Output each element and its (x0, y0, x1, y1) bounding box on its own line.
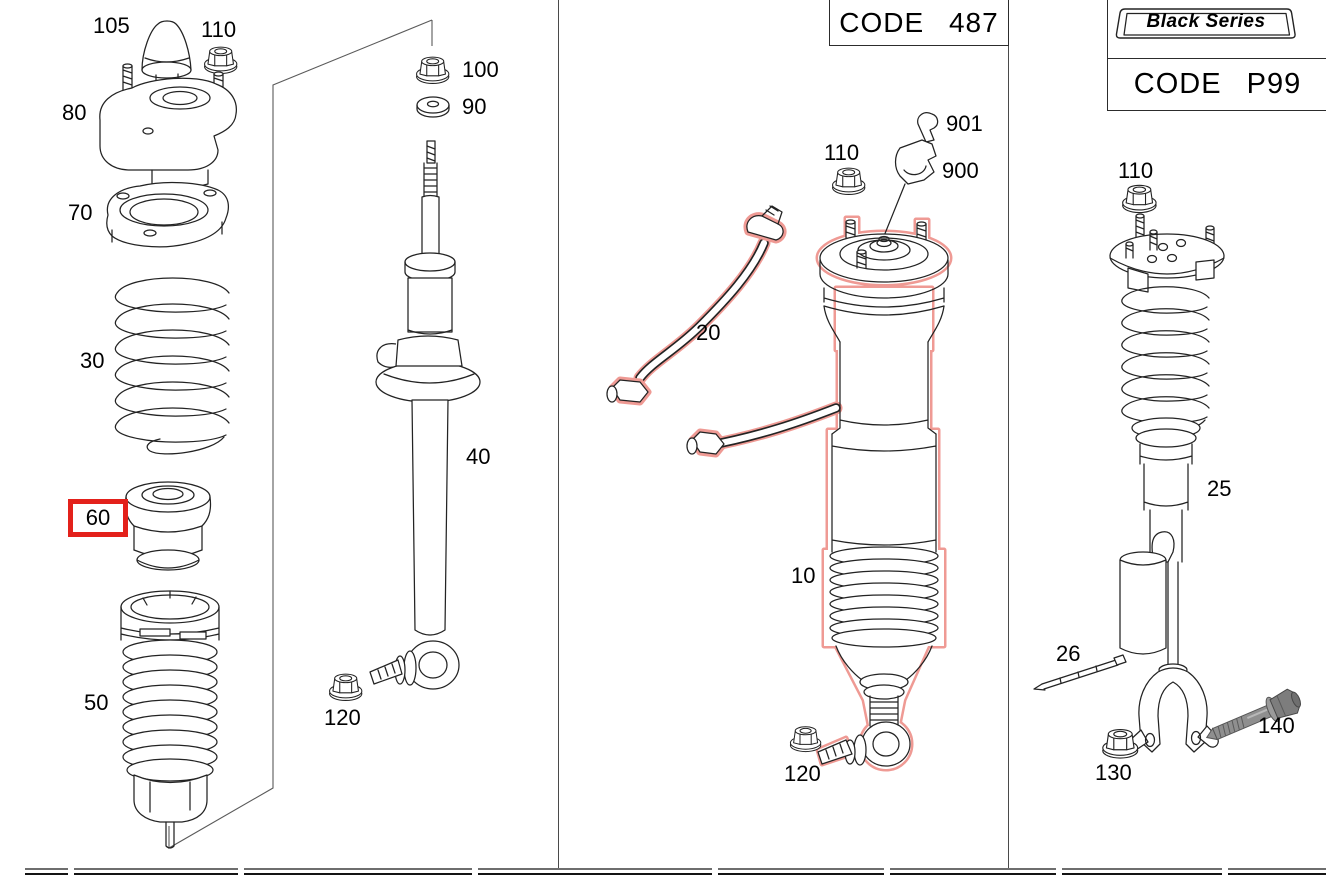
hydraulic-hose-lower-20-drawing (686, 401, 843, 455)
callout-110-right[interactable]: 110 (1118, 158, 1154, 183)
callout-20[interactable]: 20 (696, 320, 721, 345)
code-487-box: CODE 487 (829, 0, 1009, 46)
code-487-label: CODE 487 (839, 6, 999, 38)
nut-110-center-drawing (832, 167, 866, 195)
callout-140[interactable]: 140 (1258, 713, 1295, 738)
callout-100[interactable]: 100 (462, 57, 499, 82)
callout-50[interactable]: 50 (84, 690, 109, 715)
table-edge-segment (718, 868, 884, 875)
nut-110-left-drawing (204, 46, 238, 74)
table-edge-segment (890, 868, 1056, 875)
callout-120-left[interactable]: 120 (324, 705, 361, 730)
callout-105[interactable]: 105 (93, 13, 130, 38)
shock-absorber-40-drawing (369, 140, 481, 690)
table-edge-segment (1228, 868, 1326, 875)
hydraulic-hose-upper-20-drawing (606, 205, 787, 458)
callout-120-center[interactable]: 120 (784, 761, 821, 786)
callout-26[interactable]: 26 (1056, 641, 1081, 666)
callout-40[interactable]: 40 (466, 444, 491, 469)
table-edge-segment (74, 868, 238, 875)
air-strut-10-drawing (817, 219, 949, 767)
washer-90-drawing (416, 96, 450, 118)
coil-spring-30-drawing (114, 277, 230, 455)
strut-mount-80-drawing (99, 63, 237, 189)
callout-90[interactable]: 90 (462, 94, 487, 119)
black-series-strut-25-drawing (1109, 213, 1225, 753)
black-series-badge: Black Series (1110, 4, 1302, 44)
nut-130-drawing (1102, 728, 1139, 759)
callout-30[interactable]: 30 (80, 348, 105, 373)
nut-100-drawing (416, 56, 450, 84)
cable-tie-26-drawing (1033, 654, 1127, 691)
nut-120-left-drawing (329, 673, 363, 701)
table-edge-segment (1062, 868, 1222, 875)
code-p99-box: CODE P99 (1107, 58, 1326, 111)
callout-901[interactable]: 901 (946, 111, 983, 136)
nut-120-center-drawing (789, 726, 822, 753)
dust-boot-50-drawing (120, 590, 220, 849)
black-series-label: Black Series (1146, 11, 1266, 32)
callout-900[interactable]: 900 (942, 158, 979, 183)
table-edge-segment (25, 868, 68, 875)
callout-60-label: 60 (85, 505, 111, 530)
section-divider-2 (1008, 0, 1009, 869)
spring-seat-70-drawing (106, 181, 230, 248)
rubber-buffer-60-drawing (124, 481, 212, 571)
table-edge-segment (244, 868, 472, 875)
p99-frame-line (1107, 0, 1108, 58)
callout-70[interactable]: 70 (68, 200, 93, 225)
section-divider-1 (558, 0, 559, 869)
callout-10[interactable]: 10 (791, 563, 816, 588)
callout-130[interactable]: 130 (1095, 760, 1132, 785)
callout-110-center[interactable]: 110 (824, 140, 860, 165)
callout-110-left[interactable]: 110 (201, 17, 237, 42)
valve-cap-901-drawing (917, 112, 939, 143)
table-edge-segment (478, 868, 712, 875)
bump-stop-drawing (141, 20, 192, 81)
callout-80[interactable]: 80 (62, 100, 87, 125)
code-p99-label: CODE P99 (1133, 68, 1302, 100)
nut-110-right-drawing (1122, 184, 1157, 214)
callout-25[interactable]: 25 (1207, 476, 1232, 501)
callout-60-highlighted[interactable]: 60 (68, 499, 128, 537)
exploded-axis-frame-left (168, 19, 433, 849)
bolt-140-drawing (1205, 688, 1301, 741)
valve-unit-900-drawing (883, 139, 937, 237)
